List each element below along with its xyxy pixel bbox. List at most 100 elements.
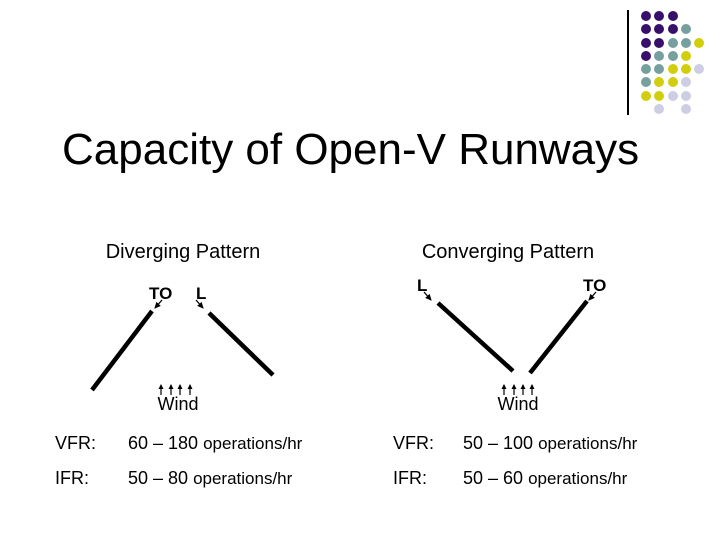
decorative-dot-icon [654, 11, 665, 21]
dot-cell [640, 10, 653, 23]
diverging-pattern-heading: Diverging Pattern [105, 241, 261, 263]
decorative-dot-icon [680, 50, 691, 61]
vfr-label: VFR: [393, 433, 435, 453]
dot-cell [640, 50, 653, 63]
dot-cell [667, 37, 680, 50]
dot-cell [653, 63, 666, 76]
diverging-landing-runway-line [207, 311, 275, 377]
vfr-value: 60 – 180 [128, 433, 199, 453]
converging-pattern-heading: Converging Pattern [421, 241, 595, 263]
decorative-dot-icon [667, 50, 678, 61]
converging-takeoff-runway-line [528, 299, 589, 375]
dot-cell [693, 63, 706, 76]
decorative-dot-icon [641, 37, 651, 48]
decorative-dot-icon [667, 24, 678, 35]
dot-cell [680, 63, 693, 76]
decorative-dot-icon [694, 37, 705, 48]
ifr-value: 50 – 80 [128, 468, 189, 488]
decorative-dot-icon [667, 64, 678, 75]
dot-cell [680, 37, 693, 50]
decorative-dot-icon [667, 90, 678, 101]
dot-cell [653, 90, 666, 103]
decorative-dots [640, 10, 706, 116]
diverging-runways [90, 299, 275, 395]
decorative-dot-icon [680, 90, 691, 101]
dot-cell [667, 23, 680, 36]
dot-cell [640, 90, 653, 103]
converging-wind-label: Wind [497, 394, 539, 414]
vfr-value: 50 – 100 [463, 433, 534, 453]
ifr-value: 50 – 60 [463, 468, 524, 488]
dot-cell [640, 37, 653, 50]
dot-cell [653, 10, 666, 23]
decorative-dot-icon [641, 90, 651, 101]
ifr-unit: operations/hr [528, 469, 628, 488]
decorative-dot-icon [654, 90, 665, 101]
dot-cell [680, 50, 693, 63]
decorative-dot-icon [641, 24, 651, 35]
decorative-dot-icon [694, 64, 705, 75]
dot-cell [653, 23, 666, 36]
diverging-takeoff-runway-line [90, 309, 154, 392]
dot-cell [640, 76, 653, 89]
ifr-unit: operations/hr [193, 469, 293, 488]
diverging-takeoff-pointer-arrow-icon [154, 299, 163, 309]
decorative-vertical-rule [627, 10, 629, 115]
decorative-dot-icon [680, 64, 691, 75]
dot-cell [680, 103, 693, 116]
dot-cell [680, 23, 693, 36]
slide-title: Capacity of Open-V Runways [62, 125, 640, 174]
converging-landing-runway-line [436, 301, 515, 373]
vfr-unit: operations/hr [203, 434, 303, 453]
decorative-dot-icon [667, 11, 678, 21]
dot-cell [667, 10, 680, 23]
decorative-dot-icon [667, 77, 678, 88]
decorative-dot-icon [641, 50, 651, 61]
diverging-wind-arrows-icon [158, 384, 193, 395]
dot-cell [653, 103, 666, 116]
decorative-dot-icon [667, 37, 678, 48]
diverging-landing-label: L [196, 284, 207, 303]
diverging-takeoff-label: TO [149, 284, 173, 303]
dot-cell [653, 37, 666, 50]
decorative-dot-icon [654, 37, 665, 48]
decorative-dot-icon [654, 24, 665, 35]
decorative-dot-icon [680, 104, 691, 115]
decorative-dot-icon [654, 104, 665, 115]
dot-cell [640, 63, 653, 76]
decorative-dot-icon [680, 37, 691, 48]
dot-cell [680, 90, 693, 103]
decorative-dot-icon [641, 11, 651, 21]
vfr-unit: operations/hr [538, 434, 638, 453]
decorative-dot-icon [680, 24, 691, 35]
dot-cell [667, 63, 680, 76]
dot-cell [640, 23, 653, 36]
decorative-dot-icon [654, 50, 665, 61]
ifr-label: IFR: [393, 468, 427, 488]
converging-landing-label: L [417, 276, 428, 295]
decorative-dot-icon [641, 77, 651, 88]
ifr-label: IFR: [55, 468, 89, 488]
dot-cell [653, 76, 666, 89]
converging-takeoff-pointer-arrow-icon [588, 291, 597, 301]
dot-cell [667, 76, 680, 89]
vfr-label: VFR: [55, 433, 97, 453]
dot-cell [693, 37, 706, 50]
decorative-dot-icon [680, 77, 691, 88]
diverging-wind-label: Wind [157, 394, 199, 414]
dot-cell [667, 50, 680, 63]
decorative-dot-icon [654, 77, 665, 88]
dot-cell [667, 90, 680, 103]
dot-cell [680, 76, 693, 89]
decorative-dot-icon [641, 64, 651, 75]
dot-cell [653, 50, 666, 63]
converging-wind-arrows-icon [501, 384, 535, 395]
diverging-landing-pointer-arrow-icon [195, 299, 204, 309]
converging-landing-pointer-arrow-icon [423, 291, 432, 301]
converging-runways [423, 291, 597, 395]
